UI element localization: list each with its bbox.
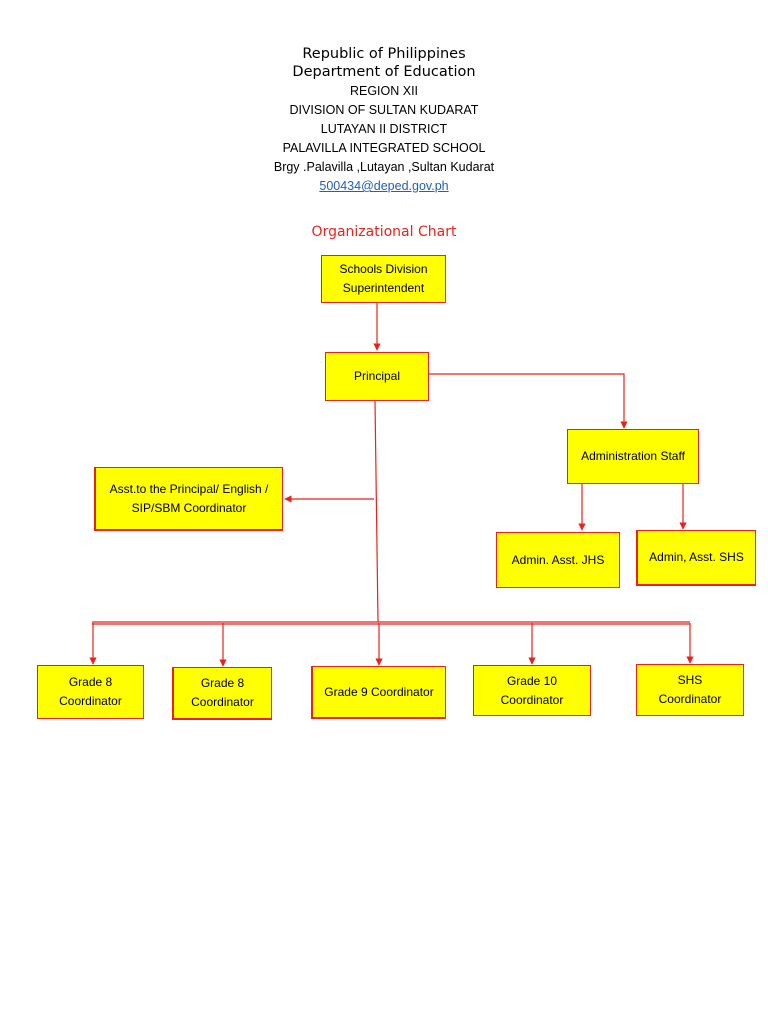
node-admin-asst-shs: Admin, Asst. SHS xyxy=(636,530,756,586)
node-administration-staff: Administration Staff xyxy=(567,429,699,484)
node-grade8-coordinator-a: Grade 8 Coordinator xyxy=(37,665,144,719)
node-grade9-coordinator: Grade 9 Coordinator xyxy=(311,666,446,719)
node-shs-coordinator: SHS Coordinator xyxy=(636,664,744,716)
node-admin-asst-jhs: Admin. Asst. JHS xyxy=(496,532,620,588)
header-email-row: 500434@deped.gov.ph xyxy=(0,177,768,196)
node-grade8-coordinator-b: Grade 8 Coordinator xyxy=(172,667,272,720)
node-grade10-coordinator: Grade 10 Coordinator xyxy=(473,665,591,716)
header-division: DIVISION OF SULTAN KUDARAT xyxy=(289,103,479,117)
header-region: REGION XII xyxy=(349,84,419,98)
header-address: Brgy .Palavilla ,Lutayan ,Sultan Kudarat xyxy=(273,160,495,174)
email-link[interactable]: 500434@deped.gov.ph xyxy=(319,179,449,193)
node-principal: Principal xyxy=(325,352,429,401)
node-asst-principal: Asst.to the Principal/ English / SIP/SBM… xyxy=(94,467,283,531)
header-republic: Republic of Philippines xyxy=(302,46,466,62)
connector-principal-trunk xyxy=(374,400,379,623)
header-district: LUTAYAN II DISTRICT xyxy=(320,122,448,136)
chart-title: Organizational Chart xyxy=(311,224,457,240)
header-department: Department of Education xyxy=(292,64,476,80)
header-school: PALAVILLA INTEGRATED SCHOOL xyxy=(282,141,486,155)
node-superintendent: Schools Division Superintendent xyxy=(321,255,446,303)
connector-principal-admin xyxy=(429,373,628,429)
